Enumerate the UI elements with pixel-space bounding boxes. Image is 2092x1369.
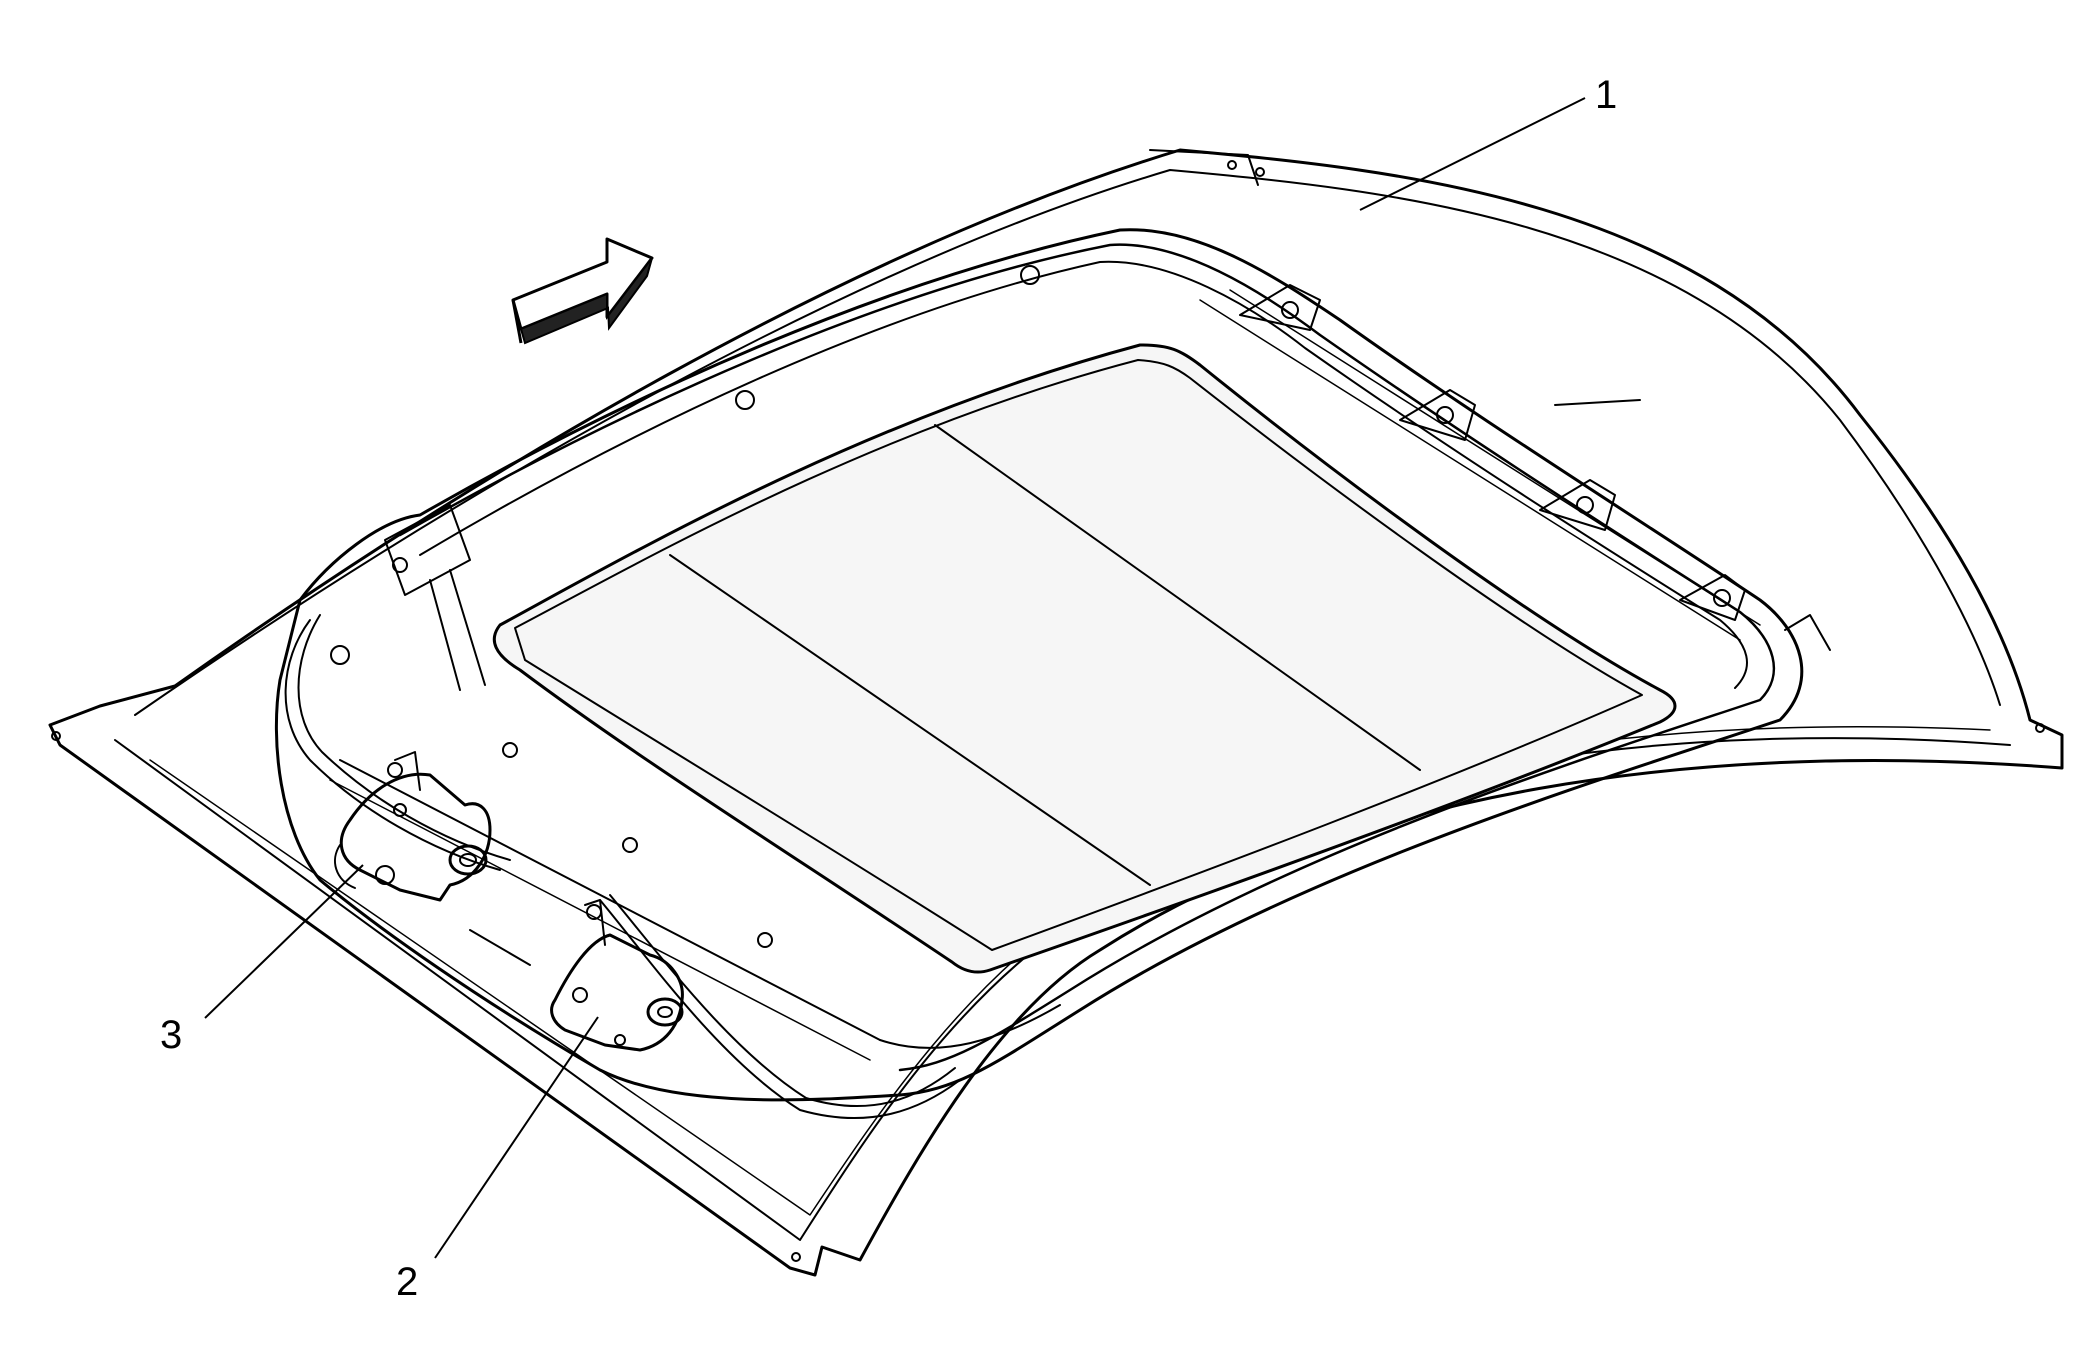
drain-hoses-and-cables [284, 614, 1061, 1120]
sunroof-actuator-bracket [469, 899, 684, 1052]
callout-2: 2 [396, 1260, 418, 1304]
leader-line-2 [434, 1016, 599, 1259]
sunroof-glass-panel [492, 343, 1677, 974]
frame-crossmember-brackets [1199, 284, 1761, 641]
callout-1: 1 [1595, 73, 1617, 117]
callout-3: 3 [160, 1013, 182, 1057]
leader-line-1 [1359, 97, 1586, 211]
frame-left-rail [330, 265, 1040, 691]
leader-line-3 [204, 864, 364, 1019]
sunroof-motor-bracket [334, 751, 492, 902]
forward-direction-arrow-icon [511, 237, 654, 345]
sunroof-module-frame [274, 228, 1804, 1102]
